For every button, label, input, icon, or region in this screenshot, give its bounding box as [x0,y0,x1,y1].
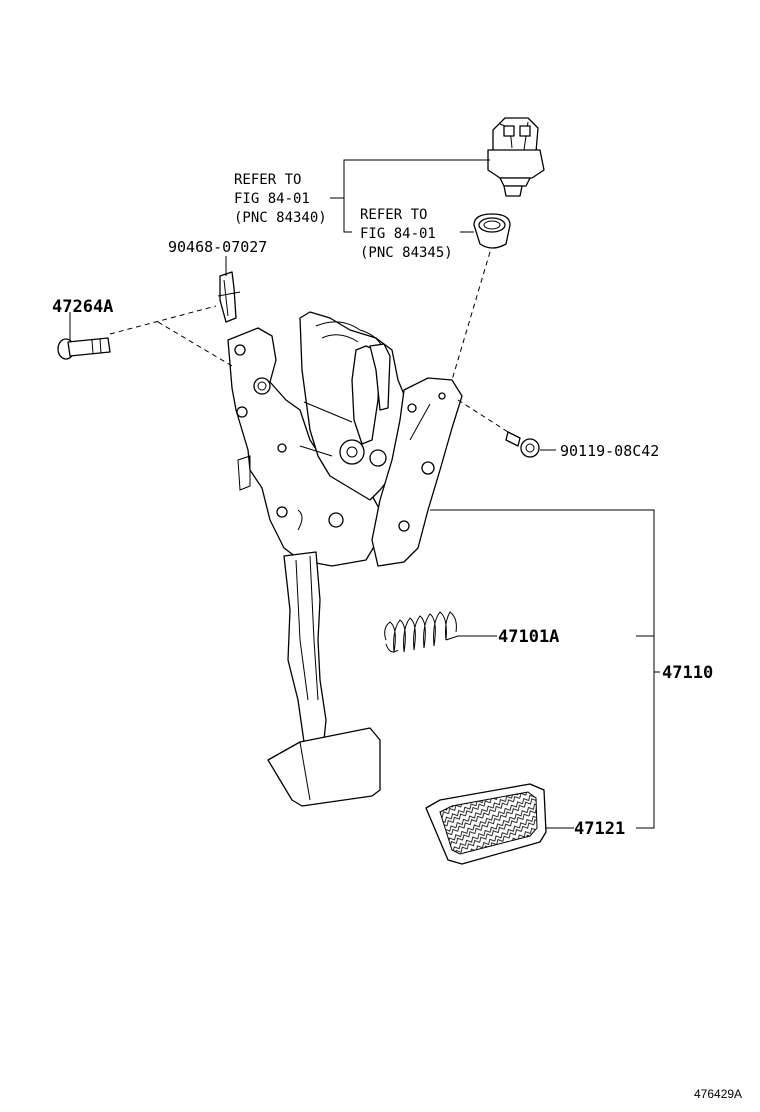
bolt [505,431,540,458]
clevis-pin [57,337,111,360]
ref1-line2: FIG 84-01 [234,191,310,207]
ref2-line2: FIG 84-01 [360,226,436,242]
ref2-line1: REFER TO [360,207,427,223]
ref2-line3: (PNC 84345) [360,245,453,261]
part-label-spring: 47101A [498,627,559,647]
pedal-bracket [227,311,463,807]
figure-id: 476429A [694,1087,742,1101]
ref1-line1: REFER TO [234,172,301,188]
stop-lamp-switch [487,117,545,197]
ref-note-84340: REFER TO FIG 84-01 (PNC 84340) [234,172,327,226]
part-label-pad: 47121 [574,819,625,839]
leader-lines [69,159,660,829]
part-label-clip: 90468-07027 [168,238,267,256]
ref-note-84345: REFER TO FIG 84-01 (PNC 84345) [360,207,453,261]
part-label-pin: 47264A [52,297,113,317]
clip [217,271,241,323]
stop-switch-cushion [473,213,511,249]
ref1-line3: (PNC 84340) [234,210,327,226]
pedal-pad [425,783,547,865]
part-label-bolt: 90119-08C42 [560,442,659,460]
part-label-assembly: 47110 [662,663,713,683]
return-spring [384,611,459,653]
